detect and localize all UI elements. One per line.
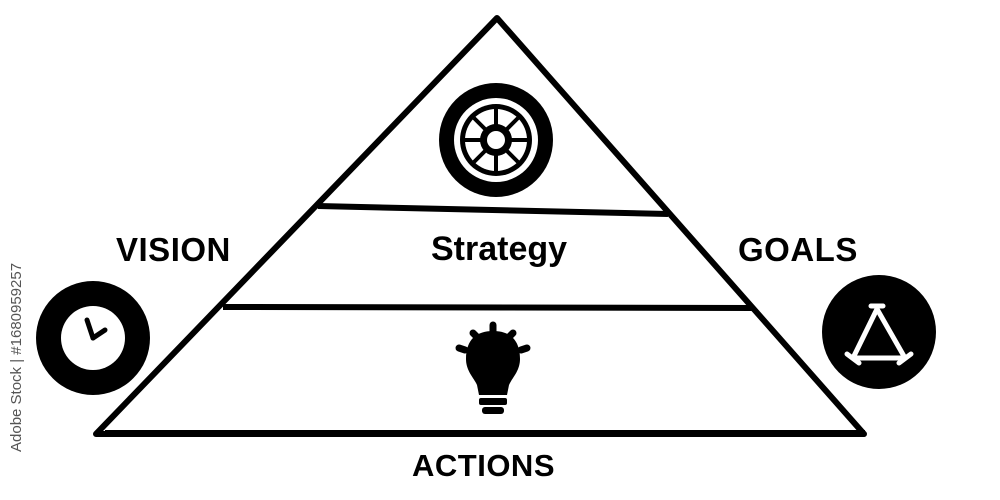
triangle-network-icon	[822, 275, 936, 389]
strategy-label: Strategy	[431, 230, 568, 268]
actions-label: ACTIONS	[412, 448, 555, 483]
lightbulb-icon	[455, 321, 531, 414]
watermark: Adobe Stock | #1680959257	[4, 252, 30, 452]
top-tier-divider	[317, 203, 669, 217]
vision-label: VISION	[116, 231, 231, 268]
target-dial-icon	[439, 83, 553, 197]
middle-tier-divider	[222, 304, 753, 311]
clock-icon	[36, 281, 150, 395]
watermark-text: Adobe Stock | #1680959257	[8, 262, 25, 452]
goals-label: GOALS	[738, 231, 858, 268]
